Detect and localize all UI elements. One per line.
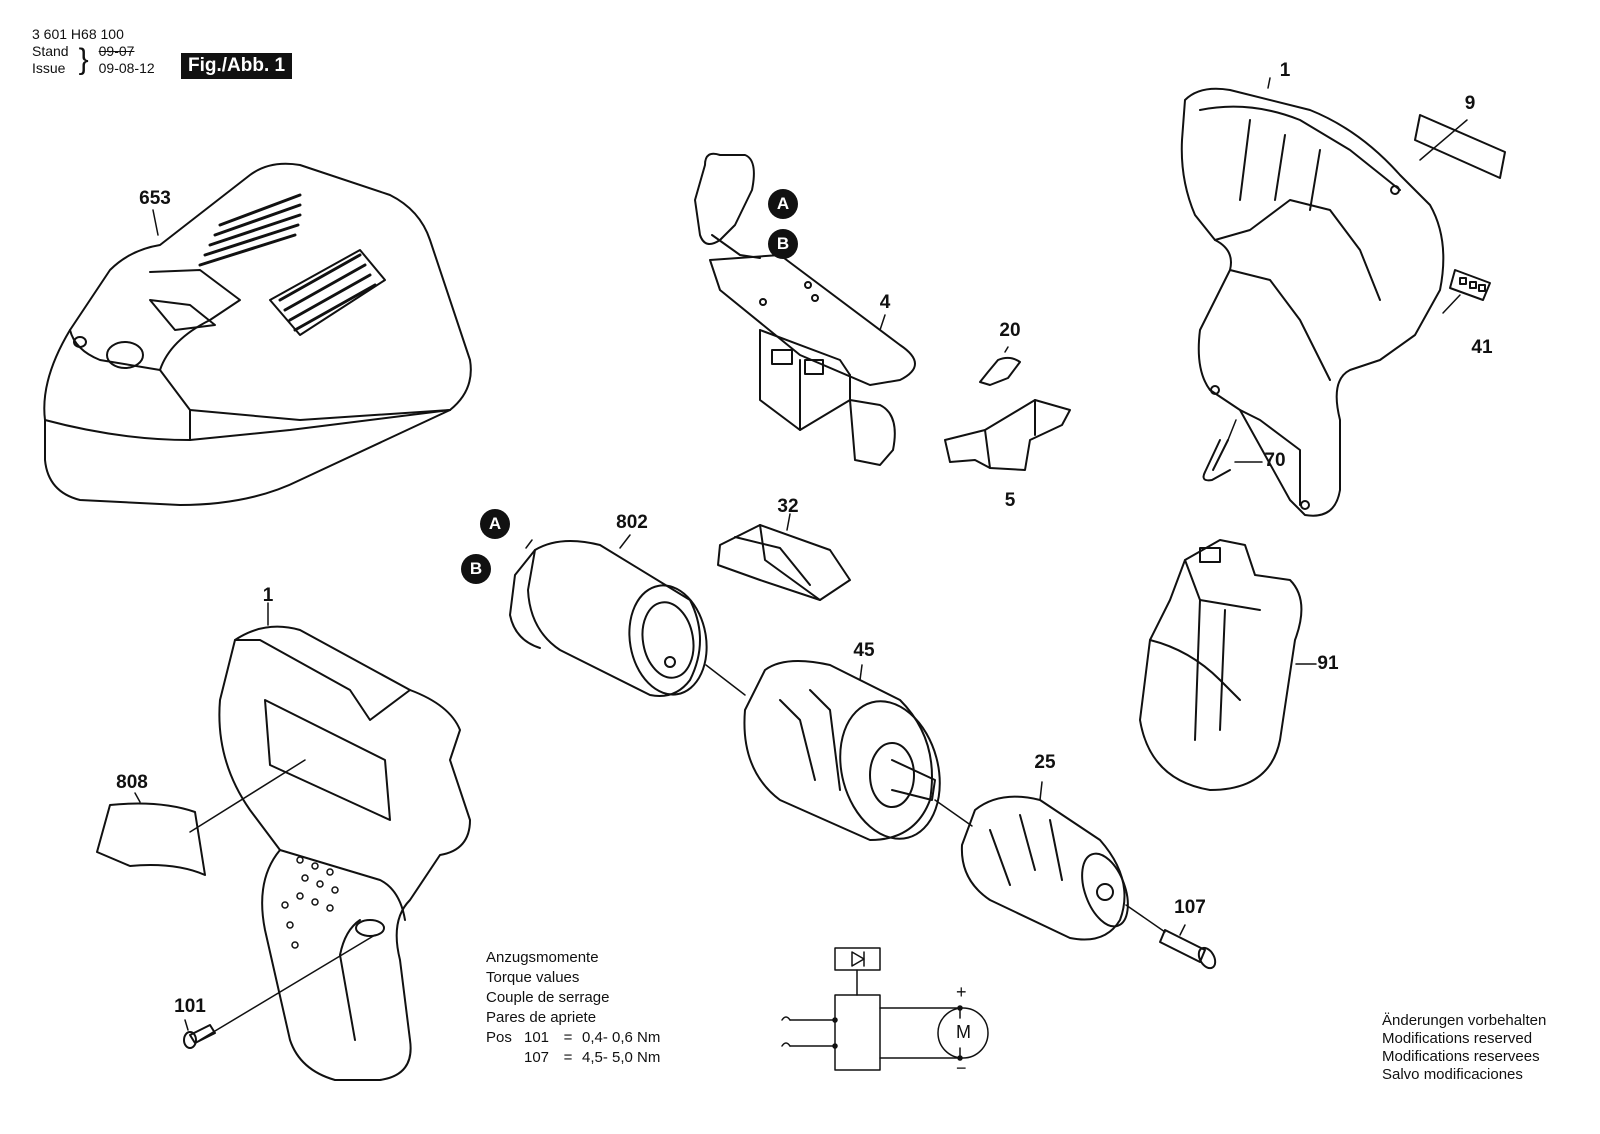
torque-title-es: Pares de apriete [486,1009,597,1026]
circuit-schematic [781,947,989,1071]
notice-line-en: Modifications reserved [1382,1030,1533,1047]
torque-title-en: Torque values [486,969,580,986]
part-label-32: 32 [777,496,799,517]
motor-802 [509,534,746,697]
notice-line-es: Salvo modificaciones [1382,1066,1523,1083]
part-label-91: 91 [1317,653,1339,674]
figure-label: Fig./Abb. 1 [181,53,293,79]
lever-20 [979,346,1021,386]
part-label-9: 9 [1464,93,1476,114]
part-label-1-housing: 1 [1279,60,1291,81]
document-number: 3 601 H68 100 [32,26,124,42]
cover-32 [717,513,851,601]
torque-title-fr: Couple de serrage [486,989,610,1006]
revision-block: Stand Issue } 09-07 09-08-12 [32,43,155,77]
screw-101 [183,1019,216,1049]
torque-eq: = [563,1049,573,1066]
connector-badge-a-motor: A [480,509,510,539]
part-label-808: 808 [116,772,148,793]
part-label-20: 20 [999,320,1021,341]
charger-653 [43,162,472,506]
plus-terminal-label: + [956,982,967,1002]
notice-line-fr: Modifications reservees [1382,1048,1540,1065]
clip-70 [1202,419,1263,482]
part-label-5: 5 [1004,490,1016,511]
part-label-45: 45 [853,640,875,661]
drill-housing-1 [189,602,471,1081]
label-808 [96,792,206,876]
part-label-25: 25 [1034,752,1056,773]
issue-date: 09-08-12 [98,60,155,76]
switch-4 [694,152,916,466]
revision-labels: Stand Issue [32,43,69,77]
revision-dates: 09-07 09-08-12 [99,43,155,77]
torque-value: 4,5- 5,0 Nm [582,1049,661,1066]
torque-row: 107 = 4,5- 5,0 Nm [486,1048,670,1068]
part-label-1-drill: 1 [262,585,274,606]
part-label-70: 70 [1264,450,1286,471]
part-label-802: 802 [616,512,648,533]
plate-41 [1442,269,1491,314]
connector-badge-b-motor: B [461,554,491,584]
stand-label: Stand [32,43,69,59]
gearbox-45 [743,660,973,841]
brace-symbol: } [78,43,89,76]
part-label-101: 101 [174,996,206,1017]
torque-title-de: Anzugsmomente [486,949,599,966]
issue-label: Issue [32,60,66,76]
torque-value: 0,4- 0,6 Nm [582,1029,661,1046]
stand-date: 09-07 [98,43,135,59]
part-label-4: 4 [879,292,891,313]
housing-half-1 [1180,77,1445,517]
screw-107 [1159,924,1217,970]
torque-values-block: Anzugsmomente Torque values Couple de se… [486,948,670,1068]
modifications-notice: Änderungen vorbehalten Modifications res… [1382,1012,1546,1084]
torque-eq: = [563,1029,573,1046]
part-label-653: 653 [139,188,171,209]
label-9 [1414,114,1506,179]
connector-badge-b: B [768,229,798,259]
minus-terminal-label: − [956,1058,967,1078]
pos-label: Pos [486,1029,512,1046]
torque-row: Pos 101 = 0,4- 0,6 Nm [486,1028,670,1048]
torque-pos: 101 [524,1029,550,1046]
torque-pos: 107 [524,1049,550,1066]
chuck-25 [960,781,1166,941]
battery-91 [1139,539,1317,791]
motor-symbol-label: M [956,1022,971,1042]
slider-5 [944,399,1071,471]
part-label-41: 41 [1471,337,1493,358]
notice-line-de: Änderungen vorbehalten [1382,1012,1547,1029]
connector-badge-a: A [768,189,798,219]
part-label-107: 107 [1174,897,1206,918]
document-header: 3 601 H68 100 Stand Issue } 09-07 09-08-… [32,26,155,77]
